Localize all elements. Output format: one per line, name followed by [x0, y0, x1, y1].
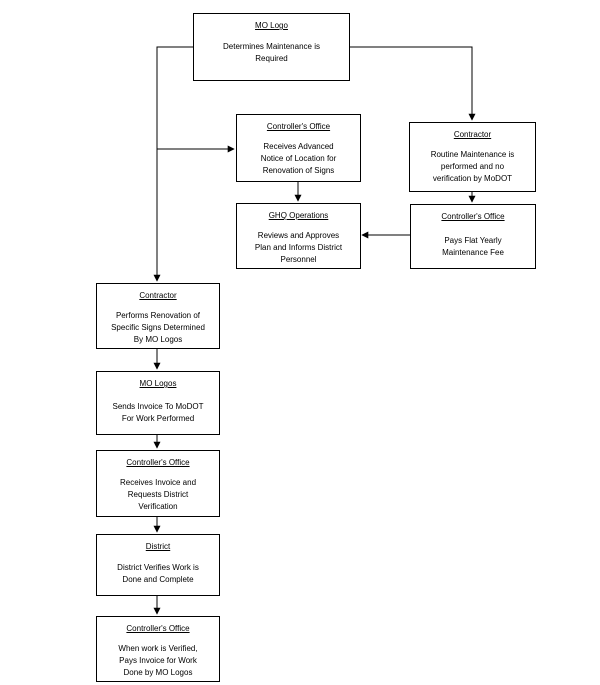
node-mo-logos: MO Logos Sends Invoice To MoDOT For Work…	[96, 371, 220, 435]
node-text-line: Routine Maintenance is	[430, 150, 515, 159]
node-controllers-office-4: Controller's Office When work is Verifie…	[96, 616, 220, 682]
node-text-line: Renovation of Signs	[262, 166, 335, 175]
node-text-line: verification by MoDOT	[432, 174, 513, 183]
node-title: District	[145, 542, 171, 551]
node-title: MO Logo	[255, 21, 288, 30]
node-text-line: Requests District	[127, 490, 189, 499]
node-text-line: Personnel	[280, 255, 317, 264]
node-text-line: Receives Invoice and	[119, 478, 197, 487]
node-text-line: Maintenance Fee	[442, 248, 504, 257]
node-text-line: Reviews and Approves	[257, 231, 340, 240]
node-text-line: Verification	[138, 502, 178, 511]
node-title: Controller's Office	[126, 624, 190, 633]
node-text-line: By MO Logos	[133, 335, 183, 344]
node-mo-logo: MO Logo Determines Maintenance is Requir…	[193, 13, 350, 81]
node-district: District District Verifies Work is Done …	[96, 534, 220, 596]
node-text-line: performed and no	[440, 162, 505, 171]
node-text-line: Done by MO Logos	[123, 668, 193, 677]
node-text-line: Required	[255, 54, 288, 63]
node-text: Pays Flat Yearly Maintenance Fee	[411, 235, 535, 259]
node-title: Controller's Office	[441, 212, 505, 221]
node-text-line: Specific Signs Determined	[111, 323, 205, 332]
node-title: Controller's Office	[126, 458, 190, 467]
node-text: Sends Invoice To MoDOT For Work Performe…	[97, 401, 219, 425]
node-contractor-2: Contractor Performs Renovation of Specif…	[96, 283, 220, 349]
node-text-line: Pays Flat Yearly	[444, 236, 502, 245]
node-text: Performs Renovation of Specific Signs De…	[97, 310, 219, 346]
node-controllers-office-1: Controller's Office Receives Advanced No…	[236, 114, 361, 182]
node-contractor-1: Contractor Routine Maintenance is perfor…	[409, 122, 536, 192]
node-ghq-operations: GHQ Operations Reviews and Approves Plan…	[236, 203, 361, 269]
node-controllers-office-3: Controller's Office Receives Invoice and…	[96, 450, 220, 517]
node-text-line: Receives Advanced	[263, 142, 334, 151]
node-title: Controller's Office	[266, 122, 331, 131]
connector-mologo-to-contractor-2	[153, 46, 193, 282]
node-text: Receives Advanced Notice of Location for…	[237, 141, 360, 177]
node-text-line: When work is Verified,	[118, 644, 198, 653]
node-controllers-office-2: Controller's Office Pays Flat Yearly Mai…	[410, 204, 536, 269]
node-text-line: Determines Maintenance is	[223, 42, 320, 51]
node-text-line: District Verifies Work is	[117, 563, 199, 572]
node-text: Determines Maintenance is Required	[194, 41, 349, 65]
node-title: MO Logos	[139, 379, 177, 388]
node-text: Reviews and Approves Plan and Informs Di…	[237, 230, 360, 266]
connector-mologo-to-contractor-1	[350, 46, 476, 121]
node-text: Routine Maintenance is performed and no …	[410, 149, 535, 185]
node-title: GHQ Operations	[268, 211, 329, 220]
node-text: District Verifies Work is Done and Compl…	[97, 562, 219, 586]
node-text-line: Pays Invoice for Work	[119, 656, 197, 665]
node-text-line: Done and Complete	[122, 575, 194, 584]
node-text: Receives Invoice and Requests District V…	[97, 477, 219, 513]
node-title: Contractor	[139, 291, 177, 300]
node-text: When work is Verified, Pays Invoice for …	[97, 643, 219, 679]
node-text-line: Sends Invoice To MoDOT	[112, 402, 204, 411]
node-text-line: Performs Renovation of	[115, 311, 201, 320]
node-text-line: For Work Performed	[121, 414, 195, 423]
node-title: Contractor	[453, 130, 492, 139]
node-text-line: Notice of Location for	[260, 154, 337, 163]
node-text-line: Plan and Informs District	[254, 243, 343, 252]
